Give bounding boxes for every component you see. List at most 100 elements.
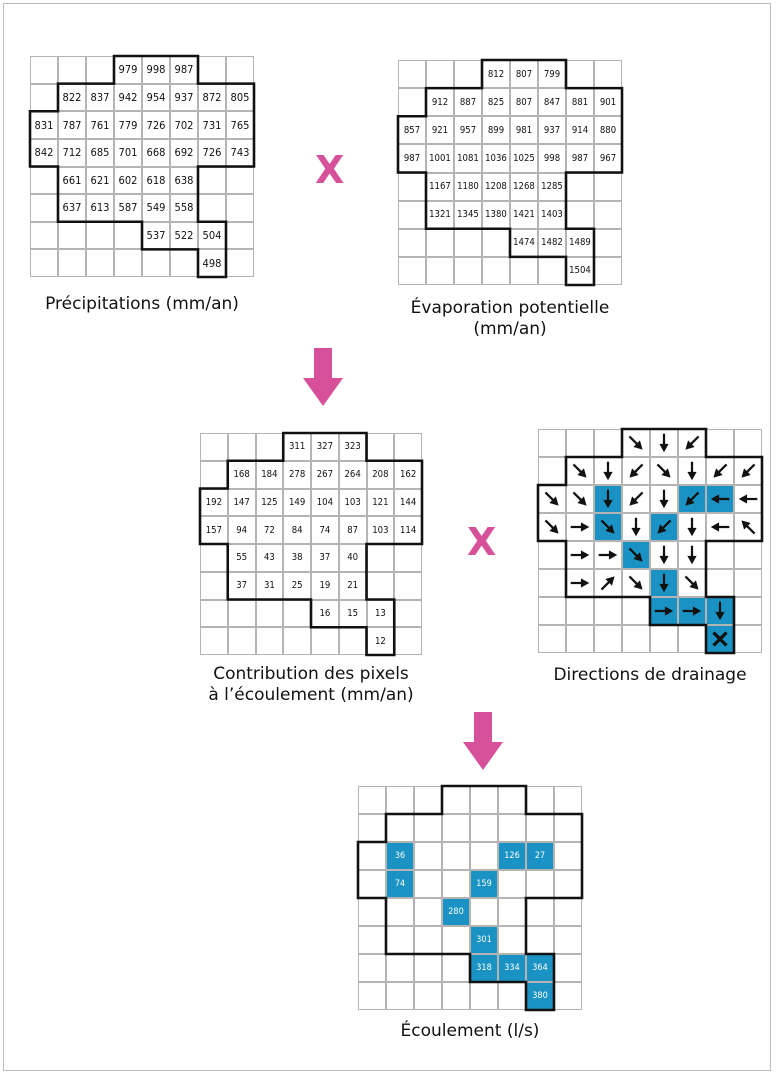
precipitation-cell-r7-c1: [58, 249, 86, 277]
contribution-cell-r7-c7: [394, 627, 422, 655]
evaporation-cell-r2-c2: 957: [454, 116, 482, 145]
contribution-cell-r7-c5: [338, 627, 367, 655]
drain-arrow-sw-icon: [629, 491, 644, 506]
drainage-cell-r3-c6: [706, 513, 734, 541]
flow-cell-r4-c2: [414, 898, 442, 926]
contribution-cell-r7-c0: [200, 627, 228, 655]
drainage-cell-r0-c4: [650, 429, 678, 457]
flow-cell-r6-c0: [358, 954, 386, 982]
contribution-cell-r4-c5: 40: [338, 544, 367, 572]
evaporation-cell-r3-c2: 1081: [454, 144, 482, 173]
contribution-cell-r1-c6: 208: [366, 460, 395, 489]
precipitation-cell-r4-c2: 621: [86, 166, 114, 195]
precipitation-cell-r4-c0: [30, 166, 58, 195]
flow-cell-r3-c2: [414, 870, 442, 898]
drain-arrow-s-icon: [603, 489, 613, 509]
precipitation-cell-r0-c6: [198, 56, 226, 84]
drain-arrow-s-icon: [659, 573, 669, 593]
evaporation-cell-r4-c5: 1285: [538, 172, 566, 201]
flow-cell-r3-c7: [554, 870, 582, 898]
drain-arrow-sw-icon: [713, 463, 728, 478]
flow-cell-r6-c3: [442, 954, 470, 982]
precipitation-cell-r4-c7: [226, 166, 254, 195]
evaporation-cell-r6-c5: 1482: [538, 228, 566, 257]
drain-arrow-e-icon: [682, 606, 702, 616]
evaporation-cell-r3-c5: 998: [538, 144, 566, 173]
evaporation-caption-line-1: Évaporation potentielle: [410, 298, 610, 318]
contribution-cell-r5-c7: [394, 571, 422, 600]
evaporation-caption-line-2: (mm/an): [473, 319, 547, 339]
contribution-cell-r3-c2: 72: [255, 516, 284, 544]
drain-arrow-s-icon: [631, 517, 641, 537]
drain-arrow-sw-icon: [685, 491, 700, 506]
drainage-caption: Directions de drainage: [553, 665, 747, 685]
drainage-cell-r5-c4: [650, 569, 678, 597]
drain-arrow-se-icon: [544, 491, 559, 506]
contribution-cell-r4-c4: 37: [311, 544, 339, 572]
precipitation-cell-r5-c5: 558: [170, 194, 198, 222]
drainage-cell-r2-c5: [678, 485, 706, 513]
precipitation-cell-r6-c0: [30, 221, 58, 250]
drainage-cell-r3-c2: [594, 513, 622, 541]
drainage-cell-r4-c4: [650, 541, 678, 569]
precipitation-cell-r1-c3: 942: [114, 83, 142, 112]
flow-cell-r0-c0: [358, 786, 386, 814]
evaporation-cell-r3-c4: 1025: [510, 144, 538, 173]
contribution-cell-r6-c5: 15: [338, 599, 367, 628]
flow-cell-r0-c2: [414, 786, 442, 814]
contribution-caption-line-2: à l’écoulement (mm/an): [208, 685, 414, 705]
flow-cell-r4-c1: [386, 898, 414, 926]
evaporation-cell-r3-c1: 1001: [426, 144, 454, 173]
evaporation-cell-r0-c1: [426, 60, 454, 89]
flow-cell-r5-c7: [554, 926, 582, 954]
precipitation-cell-r4-c5: 638: [170, 166, 198, 195]
evaporation-cell-r3-c6: 987: [566, 144, 594, 173]
evaporation-cell-r6-c4: 1474: [510, 228, 538, 257]
flow-cell-r5-c2: [414, 926, 442, 954]
precipitation-cell-r4-c3: 602: [114, 166, 142, 195]
drainage-cell-r4-c7: [734, 541, 762, 569]
contribution-cell-r2-c4: 104: [311, 488, 339, 517]
precipitation-cell-r6-c6: 504: [198, 221, 226, 250]
evaporation-cell-r7-c0: [398, 256, 426, 285]
evaporation-cell-r4-c3: 1208: [482, 172, 510, 201]
drainage-cell-r2-c4: [650, 485, 678, 513]
evaporation-cell-r0-c3: 812: [482, 60, 510, 89]
drainage-cell-r3-c5: [678, 513, 706, 541]
drain-arrow-ne-icon: [600, 576, 615, 591]
drain-arrow-s-icon: [687, 461, 697, 481]
precipitation-cell-r0-c1: [58, 56, 86, 84]
contribution-cell-r5-c2: 31: [255, 571, 284, 600]
drainage-cell-r2-c7: [734, 485, 762, 513]
precipitation-cell-r0-c2: [86, 56, 114, 84]
precipitation-cell-r3-c4: 668: [142, 138, 170, 167]
drainage-cell-r2-c2: [594, 485, 622, 513]
down-arrow-2: [463, 712, 503, 770]
flow-cell-r2-c2: [414, 842, 442, 870]
contribution-cell-r3-c4: 74: [311, 516, 339, 544]
drainage-cell-r4-c6: [706, 541, 734, 569]
evaporation-cell-r2-c6: 914: [566, 116, 594, 145]
contribution-cell-r7-c4: [311, 627, 339, 655]
drain-arrow-sw-icon: [629, 463, 644, 478]
contribution-cell-r2-c5: 103: [338, 488, 367, 517]
precipitation-cell-r3-c6: 726: [198, 138, 226, 167]
contribution-cell-r5-c3: 25: [283, 571, 311, 600]
contribution-cell-r6-c1: [227, 599, 256, 628]
flow-cell-r5-c6: [526, 926, 554, 954]
drainage-cell-r6-c1: [566, 597, 594, 625]
flow-cell-r2-c3: [442, 842, 470, 870]
flow-cell-r4-c7: [554, 898, 582, 926]
drainage-cell-r4-c1: [566, 541, 594, 569]
multiply-operator-2: X: [467, 520, 497, 564]
evaporation-cell-r7-c7: [594, 256, 622, 285]
drainage-cell-r1-c6: [706, 457, 734, 485]
contribution-cell-r6-c7: [394, 599, 422, 628]
contribution-cell-r2-c7: 144: [394, 488, 422, 517]
drainage-cell-r7-c1: [566, 625, 594, 653]
drain-arrow-se-icon: [628, 575, 643, 590]
evaporation-cell-r4-c1: 1167: [426, 172, 454, 201]
contribution-cell-r5-c6: [366, 571, 395, 600]
drainage-cell-r6-c5: [678, 597, 706, 625]
drain-arrow-e-icon: [598, 550, 618, 560]
